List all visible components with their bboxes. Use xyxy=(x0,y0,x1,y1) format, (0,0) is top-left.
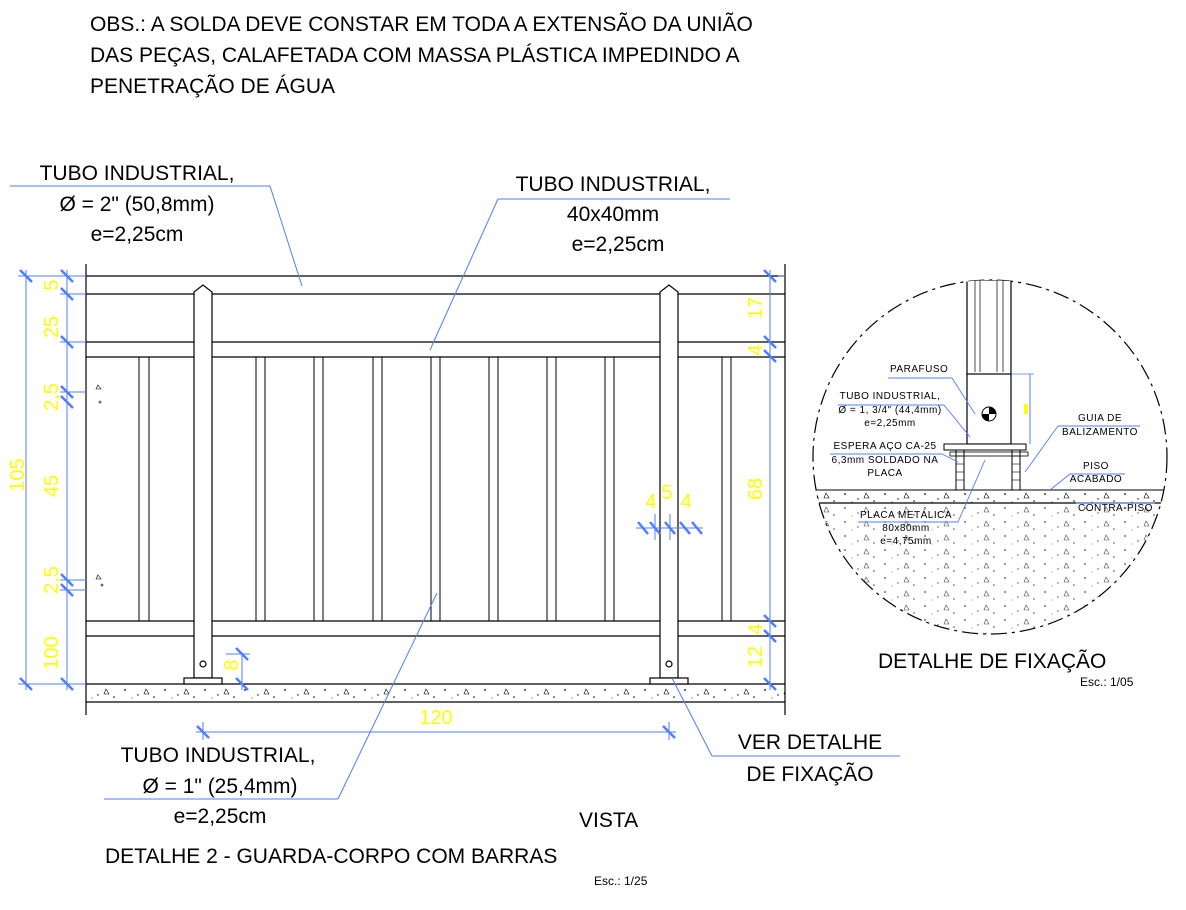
tube-1in-label-1: TUBO INDUSTRIAL, xyxy=(120,744,316,767)
anchor-label-2: 6,3mm SOLDADO NA xyxy=(831,455,939,466)
dim-right-17: 17 xyxy=(745,297,767,319)
see-detail-label-1: VER DETALHE xyxy=(737,731,883,754)
dim-bar-4-right: 4 xyxy=(680,491,691,513)
detail-2-title: DETALHE 2 - GUARDA-CORPO COM BARRAS xyxy=(105,845,558,868)
tube-2in-label-1: TUBO INDUSTRIAL, xyxy=(39,162,235,185)
dimension-texts: 105 5 25 2,5 45 2,5 100 17 4 68 4 12 120… xyxy=(7,279,767,729)
dim-right-12: 12 xyxy=(745,646,767,668)
leader-lines xyxy=(10,185,900,800)
vertical-bars xyxy=(138,357,732,621)
dim-left-25: 25 xyxy=(41,316,63,338)
dim-left-5: 5 xyxy=(41,279,63,290)
dim-left-100: 100 xyxy=(41,636,63,669)
obs-line-2: DAS PEÇAS, CALAFETADA COM MASSA PLÁSTICA… xyxy=(90,44,740,67)
guide-label-2: BALIZAMENTO xyxy=(1062,427,1138,438)
posts xyxy=(183,284,689,685)
scale-1-05: Esc.: 1/05 xyxy=(1080,675,1134,689)
tube-40-label-1: TUBO INDUSTRIAL, xyxy=(515,173,711,196)
tube-1in-label-3: e=2,25cm xyxy=(173,805,267,828)
dim-left-2-5-bottom: 2,5 xyxy=(41,566,63,594)
dim-right-4-bottom: 4 xyxy=(745,623,767,634)
dimension-ticks xyxy=(19,269,777,739)
screw-label: PARAFUSO xyxy=(890,364,949,375)
obs-line-3: PENETRAÇÃO DE ÁGUA xyxy=(90,75,336,98)
dim-bar-5: 5 xyxy=(661,482,672,504)
detail-tube-label-1: TUBO INDUSTRIAL, xyxy=(839,391,941,402)
dim-post-8: 8 xyxy=(221,659,243,670)
guide-label-1: GUIA DE xyxy=(1077,413,1123,424)
tube-40-label-2: 40x40mm xyxy=(566,203,660,226)
dim-left-45: 45 xyxy=(41,475,63,497)
detail-tube-label-3: e=2,25mm xyxy=(864,418,916,429)
dim-left-2-5-top: 2,5 xyxy=(41,383,63,411)
dim-bar-4-left: 4 xyxy=(645,491,656,513)
floor-finish-label-2: ACABADO xyxy=(1069,474,1123,485)
detail-tube-label-2: Ø = 1, 3/4" (44,4mm) xyxy=(838,405,942,416)
subfloor-label: CONTRA-PISO xyxy=(1078,503,1153,514)
tube-40-label-3: e=2,25cm xyxy=(571,233,665,256)
dim-right-4-top: 4 xyxy=(745,344,767,355)
tube-1in-label-2: Ø = 1" (25,4mm) xyxy=(142,775,298,798)
see-detail-label-2: DE FIXAÇÃO xyxy=(746,763,874,786)
scale-1-25: Esc.: 1/25 xyxy=(594,874,648,888)
plate-label-3: e=4,75mm xyxy=(880,536,932,547)
dim-right-68: 68 xyxy=(745,478,767,500)
plate-label-2: 80x80mm xyxy=(882,523,930,534)
floor-finish-label-1: PISO xyxy=(1083,461,1109,472)
tube-2in-label-3: e=2,25cm xyxy=(90,223,184,246)
anchor-label-3: PLACA xyxy=(867,468,903,479)
plate-label-1: PLACA METÁLICA xyxy=(859,510,953,521)
view-label: VISTA xyxy=(579,809,639,832)
anchor-label-1: ESPERA AÇO CA-25 xyxy=(833,441,937,452)
dim-left-total: 105 xyxy=(7,458,29,491)
fixing-detail-title: DETALHE DE FIXAÇÃO xyxy=(878,650,1107,673)
obs-line-1: OBS.: A SOLDA DEVE CONSTAR EM TODA A EXT… xyxy=(90,13,753,36)
railing-frame xyxy=(85,264,786,715)
floor-hatch xyxy=(86,685,785,701)
dim-bottom-120: 120 xyxy=(419,707,452,729)
tube-2in-label-2: Ø = 2" (50,8mm) xyxy=(59,193,215,216)
